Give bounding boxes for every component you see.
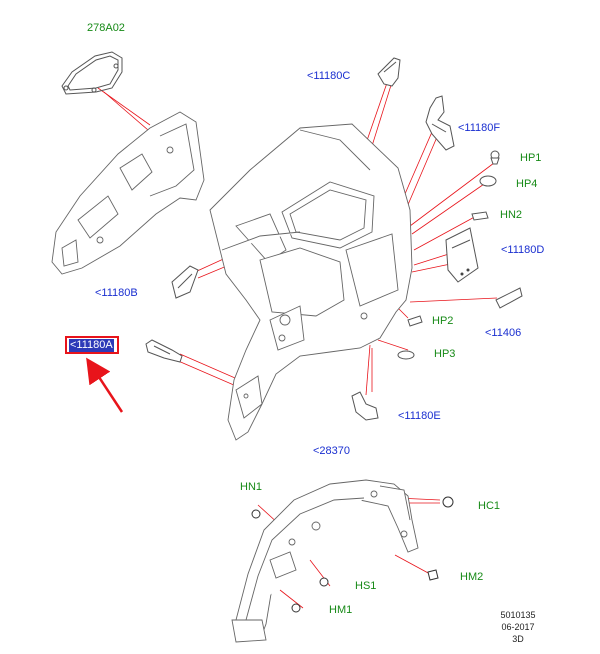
part-11180a-bracket	[145, 339, 183, 363]
annotation-arrow	[86, 357, 124, 413]
callout-278a02: 278A02	[87, 22, 125, 34]
callout-hs1: HS1	[355, 580, 377, 592]
part-11180c-bracket	[377, 57, 401, 87]
callout-hc1: HC1	[478, 500, 501, 512]
callout-11180a: <11180A	[69, 339, 114, 352]
part-11180e-bracket	[351, 391, 379, 421]
part-rear-quarter-body	[209, 123, 413, 441]
part-28370-wheel-arch-liner	[231, 479, 419, 643]
part-11180d-details	[460, 268, 470, 276]
fastener-group-liner	[251, 496, 454, 613]
fastener-group-right	[397, 150, 523, 360]
part-11180f-bracket	[425, 95, 455, 151]
callout-11180d: <11180D	[501, 244, 545, 256]
part-11180b-bracket	[171, 265, 199, 299]
drawing-number: 5010135	[500, 610, 536, 620]
callout-hp3: HP3	[434, 348, 456, 360]
callout-11406: <11406	[485, 327, 522, 339]
callout-hm1: HM1	[329, 604, 353, 616]
callout-11180e: <11180E	[398, 410, 441, 422]
drawing-view: 3D	[512, 634, 524, 644]
callout-hn2: HN2	[500, 209, 523, 221]
highlighted-callout-11180a[interactable]: <11180A	[65, 336, 119, 354]
drawing-date: 06-2017	[501, 622, 535, 632]
callout-hp2: HP2	[432, 315, 454, 327]
callout-hp1: HP1	[520, 152, 542, 164]
callout-hp4: HP4	[516, 178, 538, 190]
callout-11180c: <11180C	[307, 70, 351, 82]
part-278a02-seal	[61, 51, 123, 95]
callout-11180f: <11180F	[458, 122, 501, 134]
callout-11180b: <11180B	[95, 287, 138, 299]
callout-hm2: HM2	[460, 571, 484, 583]
part-c-pillar-inner-panel	[51, 111, 205, 275]
callout-28370: <28370	[313, 445, 351, 457]
callout-hn1: HN1	[240, 481, 263, 493]
